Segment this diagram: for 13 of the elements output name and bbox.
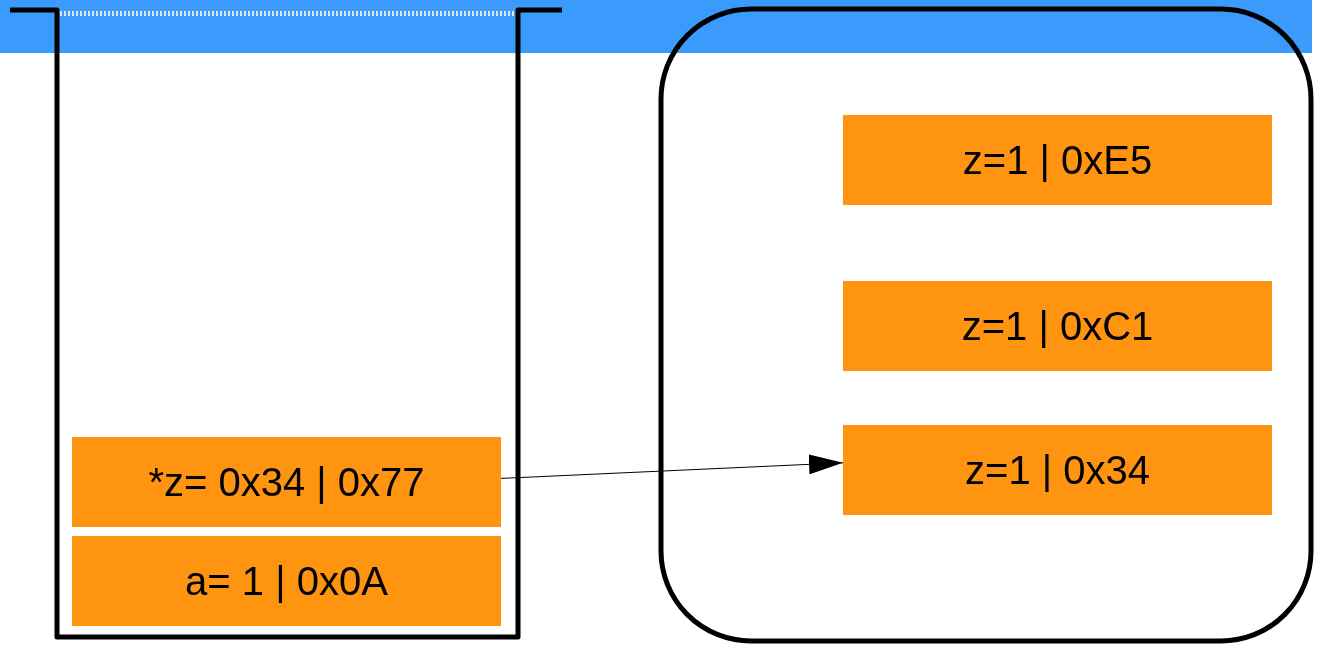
cell-value: a= 1 | 0x0A	[185, 558, 388, 604]
heap-container	[658, 6, 1314, 644]
memory-cell	[72, 437, 501, 527]
cell-value: z=1 | 0xC1	[961, 303, 1154, 349]
cell-value: z=1 | 0x34	[965, 447, 1150, 493]
cell-value: *z= 0x34 | 0x77	[148, 459, 425, 505]
stack-container	[8, 6, 564, 641]
pointer-arrow	[500, 454, 844, 479]
memory-cell	[843, 425, 1272, 515]
memory-cell	[843, 281, 1272, 371]
memory-cell	[72, 536, 501, 626]
cell-value: z=1 | 0xE5	[962, 137, 1153, 183]
memory-cell	[843, 115, 1272, 205]
